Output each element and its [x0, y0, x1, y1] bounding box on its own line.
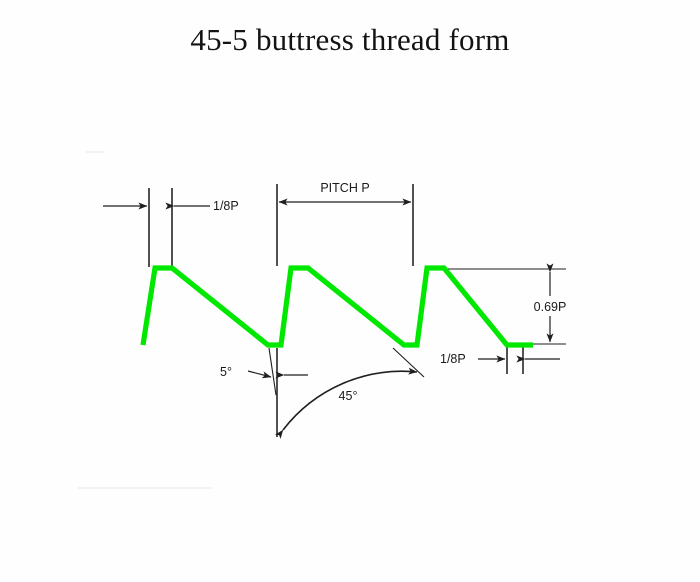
dimension-pitch: PITCH P — [278, 181, 412, 206]
angle-label-clearance-flank: 45° — [339, 389, 358, 403]
dimension-flank-width-right: 1/8P — [440, 352, 560, 366]
dimension-label-pitch: PITCH P — [320, 181, 369, 195]
scan-artifact — [78, 151, 212, 489]
page-title: 45-5 buttress thread form — [190, 22, 510, 57]
extension-lines — [148, 184, 566, 374]
dimension-flank-width-left: 1/8P — [103, 199, 239, 213]
dimension-thread-height: 0.69P — [534, 263, 567, 343]
thread-profile-line — [140, 265, 533, 348]
dimension-label-thread-height: 0.69P — [534, 300, 567, 314]
dimension-label-flank-width-right: 1/8P — [440, 352, 466, 366]
angle-clearance-flank: 45° — [274, 367, 418, 439]
dimension-label-flank-width-left: 1/8P — [213, 199, 239, 213]
angle-load-flank: 5° — [220, 365, 308, 379]
angle-label-load-flank: 5° — [220, 365, 232, 379]
